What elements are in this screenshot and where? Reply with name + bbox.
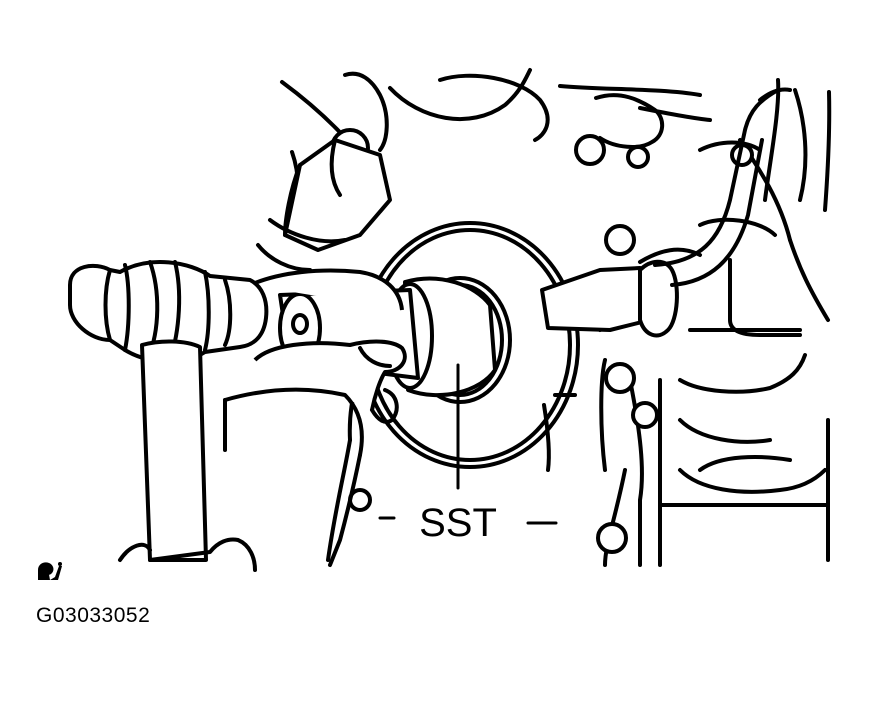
- sst-callout: SST: [378, 363, 558, 545]
- hose-pipe: [540, 87, 792, 338]
- snail-note-icon: [38, 562, 62, 580]
- hammer: [68, 260, 269, 572]
- hand: [223, 268, 407, 567]
- figure-id-label: G03033052: [36, 604, 151, 627]
- mounting-bracket: [256, 138, 392, 272]
- sst-seal-driver: [278, 276, 512, 404]
- sst-label: SST: [419, 501, 497, 545]
- bolt-heads: [318, 128, 754, 554]
